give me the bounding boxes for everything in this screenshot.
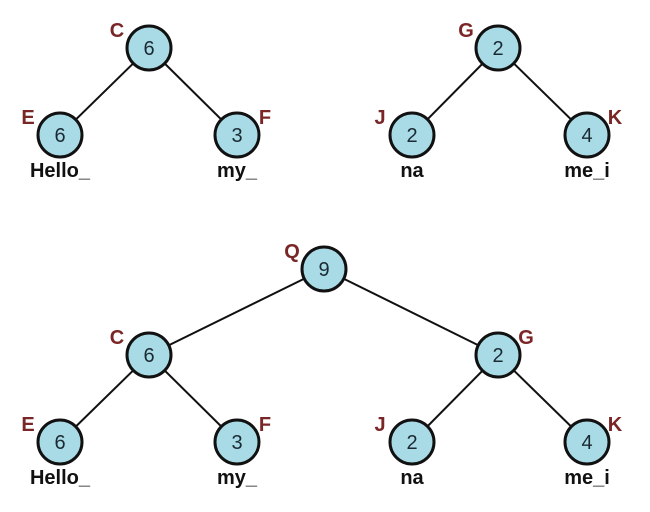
node-letter: G: [518, 327, 534, 349]
leaf-text: me_i: [564, 467, 610, 489]
node-value: 3: [231, 432, 242, 454]
node-letter: Q: [284, 241, 300, 263]
node-circle: [125, 24, 173, 72]
leaf-text: my_: [217, 467, 258, 489]
edge-Q-C: [148, 268, 325, 356]
node-C: 6C: [110, 20, 173, 72]
node-circle: [125, 331, 173, 379]
node-value: 6: [143, 38, 154, 60]
node-letter: F: [259, 107, 271, 129]
node-circle: [213, 418, 261, 466]
leaf-text: my_: [217, 160, 258, 182]
node-letter: G: [458, 20, 474, 42]
node-circle: [36, 111, 84, 159]
node-value: 6: [54, 125, 65, 147]
node-value: 2: [406, 432, 417, 454]
node-circle: [300, 245, 348, 293]
leaf-text: na: [400, 160, 424, 182]
leaf-text: Hello_: [30, 160, 91, 182]
node-letter: K: [608, 107, 623, 129]
node-circle: [388, 111, 436, 159]
node-circle: [563, 418, 611, 466]
node-value: 2: [406, 125, 417, 147]
node-circle: [388, 418, 436, 466]
node-letter: C: [110, 20, 124, 42]
node-letter: E: [21, 107, 34, 129]
node-letter: J: [374, 414, 385, 436]
node-G: 2G: [458, 20, 522, 72]
node-value: 9: [318, 259, 329, 281]
node-letter: E: [21, 414, 34, 436]
node-letter: J: [374, 107, 385, 129]
node-C: 6C: [110, 327, 173, 379]
leaf-text: Hello_: [30, 467, 91, 489]
edge-Q-G: [323, 268, 499, 356]
node-letter: F: [259, 414, 271, 436]
node-letter: C: [110, 327, 124, 349]
node-circle: [474, 331, 522, 379]
node-E: 6E Hello_: [21, 414, 91, 489]
node-value: 2: [492, 38, 503, 60]
leaf-text: me_i: [564, 160, 610, 182]
node-Q: 9Q: [284, 241, 348, 293]
node-E: 6E Hello_: [21, 107, 91, 182]
node-circle: [474, 24, 522, 72]
node-value: 6: [143, 345, 154, 367]
node-circle: [213, 111, 261, 159]
node-letter: K: [608, 414, 623, 436]
node-value: 6: [54, 432, 65, 454]
node-value: 3: [231, 125, 242, 147]
node-value: 2: [492, 345, 503, 367]
node-value: 4: [581, 432, 592, 454]
leaf-text: na: [400, 467, 424, 489]
node-value: 4: [581, 125, 592, 147]
node-G: 2G: [474, 327, 534, 379]
node-circle: [563, 111, 611, 159]
node-circle: [36, 418, 84, 466]
